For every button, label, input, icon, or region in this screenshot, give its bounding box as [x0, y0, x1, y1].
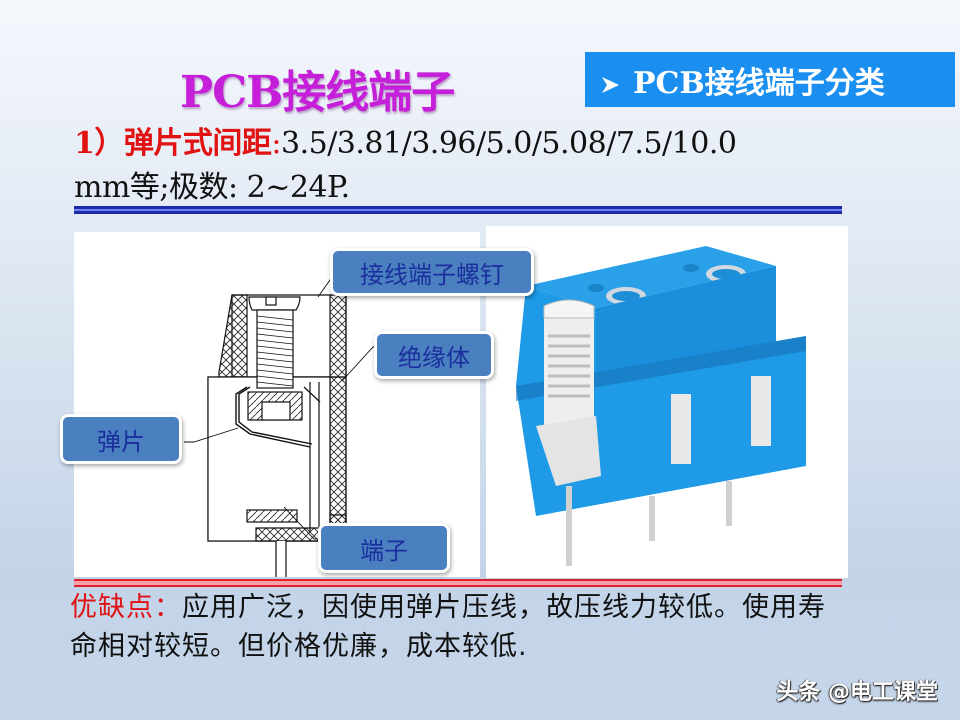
- arrow-bullet-icon: [599, 69, 621, 93]
- spec-colon: :: [271, 126, 281, 161]
- callout-screw-label: 接线端子螺钉: [330, 248, 534, 296]
- spec-line-2: mm等;极数: 2~24P.: [74, 170, 350, 205]
- divider-red: [74, 579, 842, 587]
- category-banner-label: PCB接线端子分类: [633, 65, 885, 101]
- callout-terminal-label: 端子: [318, 523, 450, 573]
- pros-cons-label: 优缺点：: [70, 592, 182, 623]
- pros-cons-text-1: 应用广泛，因使用弹片压线，故压线力较低。使用寿: [182, 592, 826, 623]
- callout-spring-label: 弹片: [60, 414, 182, 464]
- pros-cons-text: 优缺点：应用广泛，因使用弹片压线，故压线力较低。使用寿 命相对较短。但价格优廉，…: [70, 588, 950, 666]
- spec-text: 1）弹片式间距:3.5/3.81/3.96/5.0/5.08/7.5/10.0 …: [74, 122, 934, 210]
- spec-number: 1）: [74, 126, 124, 161]
- watermark: 头条 @电工课堂: [776, 680, 938, 705]
- pros-cons-line-2: 命相对较短。但价格优廉，成本较低.: [70, 631, 528, 662]
- pros-cons-line-1: 优缺点：应用广泛，因使用弹片压线，故压线力较低。使用寿: [70, 588, 950, 627]
- callout-insulator-label: 绝缘体: [374, 331, 494, 379]
- blue-terminal-block-illustration: [516, 246, 806, 566]
- spec-line-1: 1）弹片式间距:3.5/3.81/3.96/5.0/5.08/7.5/10.0: [74, 122, 934, 166]
- terminal-block-photo: [486, 226, 848, 578]
- spec-type-label: 弹片式间距: [123, 126, 272, 161]
- category-banner: PCB接线端子分类: [585, 52, 955, 107]
- slide-title: PCB接线端子: [180, 67, 455, 118]
- spec-pitches: 3.5/3.81/3.96/5.0/5.08/7.5/10.0: [280, 126, 737, 161]
- divider-blue: [74, 206, 842, 214]
